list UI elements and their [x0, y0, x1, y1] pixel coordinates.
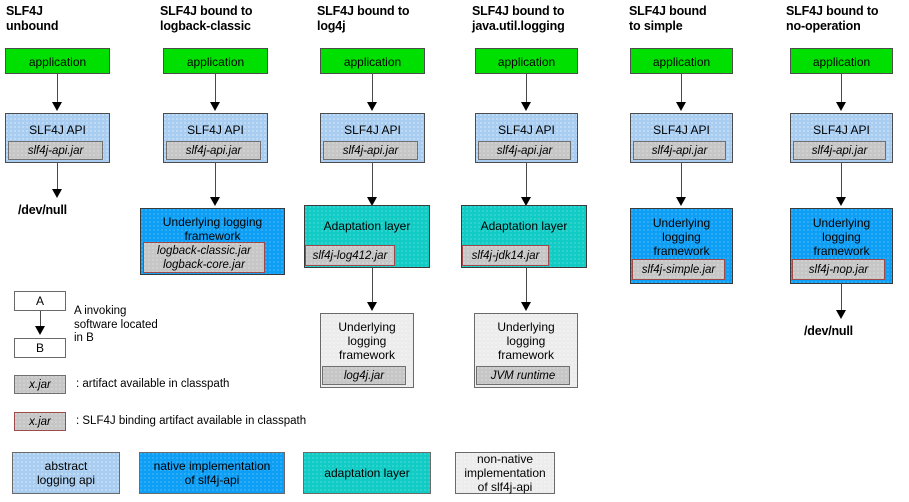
connector-app-to-api-jul [526, 74, 527, 104]
devnull-label-unbound: /dev/null [18, 203, 67, 217]
connector-app-to-api-logback [215, 74, 216, 104]
jar-chip-jvm-runtime: JVM runtime [476, 366, 570, 385]
legend-chip-artifact: x.jar [14, 375, 66, 394]
underlying-framework-label: Underlying logging framework [162, 215, 263, 243]
slf4j-api-label: SLF4J API [187, 123, 244, 137]
jar-chip-slf4j-simple-binding: slf4j-simple.jar [632, 259, 725, 280]
connector-adapter-to-impl-log4j [372, 268, 373, 304]
application-label: application [812, 55, 871, 69]
column-title-simple: SLF4J bound to simple [629, 4, 707, 33]
jar-chip-slf4j-api-log4j: slf4j-api.jar [323, 141, 418, 160]
application-label: application [186, 55, 245, 69]
jar-chip-slf4j-api-logback: slf4j-api.jar [166, 141, 261, 160]
slf4j-api-label: SLF4J API [498, 123, 555, 137]
arrow-app-to-api-logback [210, 102, 220, 111]
column-title-unbound: SLF4J unbound [6, 4, 59, 33]
slf4j-api-label: SLF4J API [29, 123, 86, 137]
underlying-framework-label: Underlying logging framework [652, 216, 711, 258]
application-box-log4j: application [320, 48, 425, 74]
arrow-adapter-to-impl-log4j [367, 302, 377, 311]
application-box-nop: application [790, 48, 893, 74]
connector-app-to-api-nop [841, 74, 842, 104]
connector-app-to-api-unbound [57, 74, 58, 104]
arrow-app-to-api-nop [836, 102, 846, 111]
slf4j-api-label: SLF4J API [813, 123, 870, 137]
application-label: application [343, 55, 402, 69]
legend-box-b: B [14, 338, 66, 358]
jar-chip-slf4j-nop-binding: slf4j-nop.jar [792, 259, 885, 280]
arrow-api-to-impl-simple [676, 197, 686, 206]
arrow-app-to-api-simple [676, 102, 686, 111]
connector-api-to-adapter-jul [526, 163, 527, 199]
arrow-adapter-to-impl-jul [521, 302, 531, 311]
arrow-api-to-adapter-log4j [367, 197, 377, 206]
application-box-unbound: application [5, 48, 110, 74]
connector-adapter-to-impl-jul [526, 268, 527, 304]
jar-chip-slf4j-api-nop: slf4j-api.jar [793, 141, 886, 160]
column-title-log4j: SLF4J bound to log4j [317, 4, 410, 33]
connector-api-to-devnull-unbound [57, 163, 58, 191]
slf4j-api-label: SLF4J API [653, 123, 710, 137]
adaptation-layer-label: Adaptation layer [323, 219, 411, 233]
slf4j-api-label: SLF4J API [344, 123, 401, 137]
legend-swatch-abstract-logging-api: abstract logging api [12, 452, 120, 494]
application-box-logback: application [163, 48, 268, 74]
legend-box-a: A [14, 291, 66, 311]
jar-chip-slf4j-api-jul: slf4j-api.jar [478, 141, 571, 160]
legend-artifact-description: : artifact available in classpath [76, 378, 230, 390]
arrow-api-to-impl-nop [836, 197, 846, 206]
underlying-framework-label: Underlying logging framework [497, 320, 555, 362]
arrow-app-to-api-log4j [367, 102, 377, 111]
jar-chip-logback-binding: logback-classic.jar logback-core.jar [143, 242, 265, 273]
devnull-label-nop: /dev/null [804, 324, 853, 338]
application-box-jul: application [475, 48, 578, 74]
jar-chip-slf4j-api-simple: slf4j-api.jar [633, 141, 726, 160]
column-title-nop: SLF4J bound to no-operation [786, 4, 879, 33]
legend-swatch-adaptation-layer: adaptation layer [303, 452, 431, 494]
legend-swatch-native-implementation: native implementation of slf4j-api [139, 452, 285, 494]
arrow-api-to-adapter-jul [521, 197, 531, 206]
application-label: application [652, 55, 711, 69]
jar-chip-slf4j-log412-binding: slf4j-log412.jar [305, 245, 395, 266]
connector-api-to-impl-logback [215, 163, 216, 199]
jar-chip-slf4j-api-unbound: slf4j-api.jar [8, 141, 103, 160]
arrow-api-to-impl-logback [210, 197, 220, 206]
application-label: application [497, 55, 556, 69]
arrow-app-to-api-jul [521, 102, 531, 111]
arrow-app-to-api-unbound [52, 102, 62, 111]
connector-api-to-impl-simple [681, 163, 682, 199]
connector-app-to-api-simple [681, 74, 682, 104]
arrow-impl-to-devnull-nop [836, 310, 846, 319]
connector-api-to-adapter-log4j [372, 163, 373, 199]
arrow-api-to-devnull-unbound [52, 189, 62, 198]
underlying-framework-label: Underlying logging framework [338, 320, 396, 362]
connector-impl-to-devnull-nop [841, 284, 842, 312]
legend-arrow-a-to-b [35, 326, 45, 335]
legend-chip-binding-artifact: x.jar [14, 412, 66, 431]
underlying-framework-label: Underlying logging framework [812, 216, 871, 258]
jar-chip-slf4j-jdk14-binding: slf4j-jdk14.jar [462, 245, 549, 266]
legend-connector-a-to-b [40, 311, 41, 332]
application-label: application [28, 55, 87, 69]
application-box-simple: application [630, 48, 733, 74]
legend-arrow-description: A invoking software located in B [74, 305, 158, 344]
jar-chip-log4j: log4j.jar [322, 366, 406, 385]
connector-app-to-api-log4j [372, 74, 373, 104]
column-title-logback-classic: SLF4J bound to logback-classic [160, 4, 253, 33]
connector-api-to-impl-nop [841, 163, 842, 199]
legend-swatch-non-native-implementation: non-native implementation of slf4j-api [455, 452, 555, 494]
column-title-jul: SLF4J bound to java.util.logging [472, 4, 565, 33]
legend-binding-artifact-description: : SLF4J binding artifact available in cl… [76, 415, 307, 427]
adaptation-layer-label: Adaptation layer [480, 219, 568, 233]
